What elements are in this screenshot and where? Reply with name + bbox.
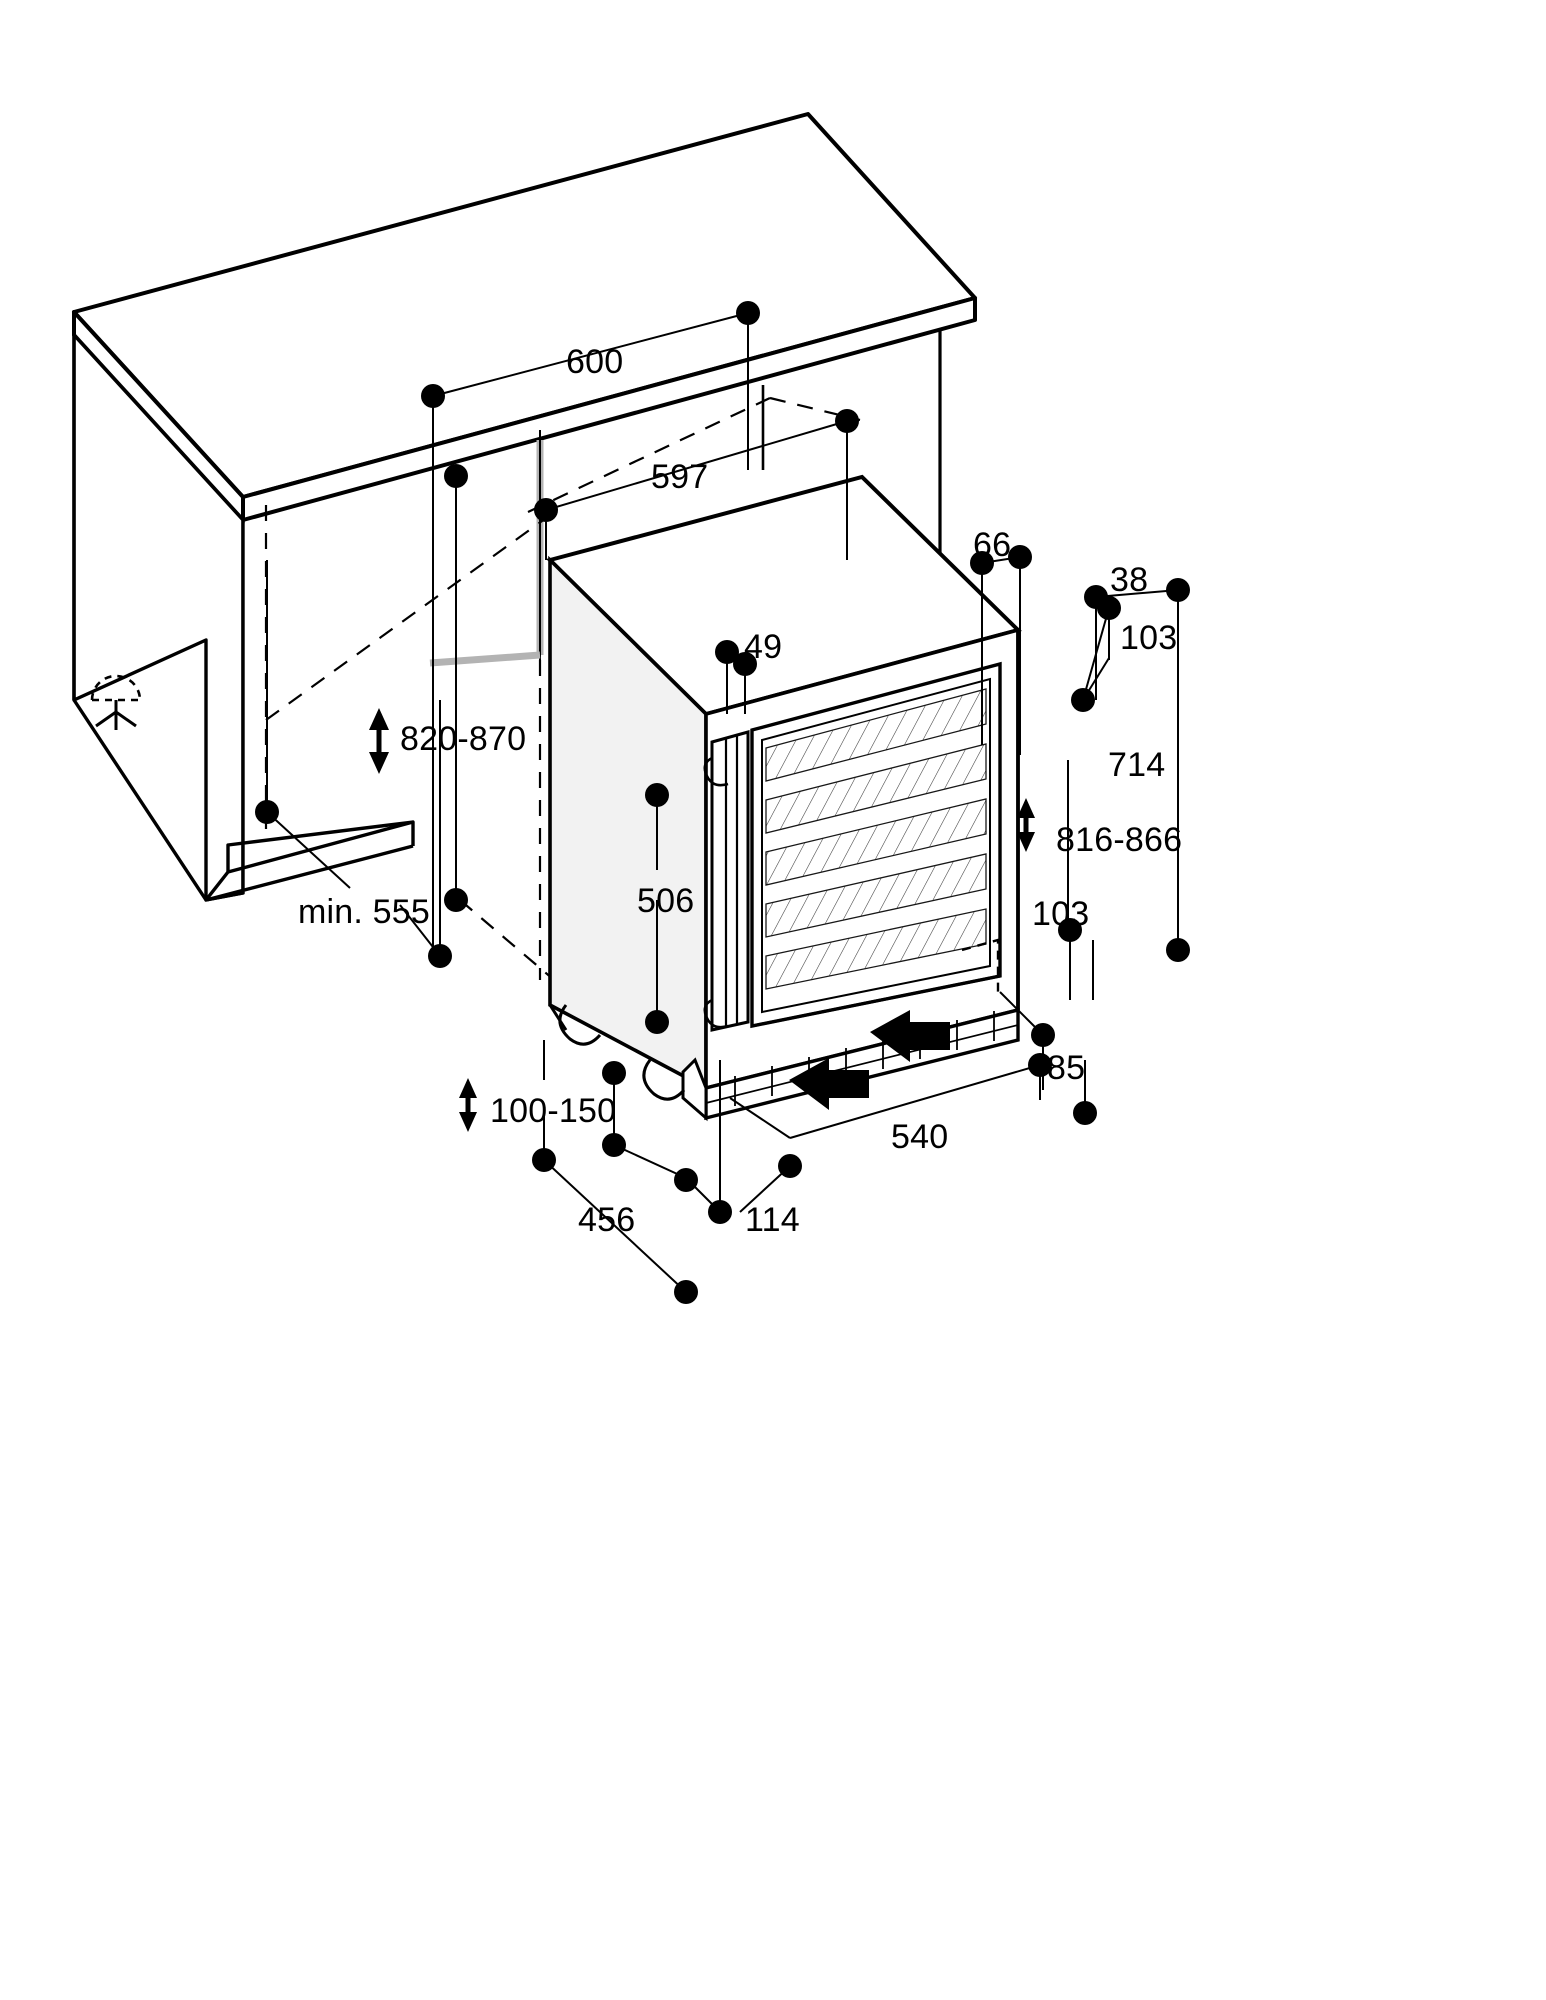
dimension-label-foot-offset-85: 85 (1047, 1049, 1086, 1087)
dimension-label-plinth-49: 49 (744, 628, 783, 666)
kitchen-cabinet-niche (72, 112, 977, 902)
dimension-label-hinge-offset-103-top: 103 (1120, 619, 1178, 657)
dimension-label-vent-offset-114: 114 (745, 1201, 800, 1239)
dimension-label-niche-height: 820-870 (400, 720, 527, 758)
dimension-label-niche-depth-min: min. 555 (298, 893, 431, 931)
dimension-label-install-height: 816-866 (1056, 821, 1183, 859)
power-socket-icon (90, 674, 142, 730)
dimension-label-hinge-offset-38: 38 (1110, 561, 1149, 599)
wine-cooler-appliance (546, 474, 1022, 1122)
dimension-lines (266, 312, 1179, 1293)
dimension-label-plinth-gap: 100-150 (490, 1092, 617, 1130)
dimension-label-niche-width: 600 (566, 343, 624, 381)
dimension-label-door-clearance-66: 66 (973, 526, 1012, 564)
dimension-label-plinth-width-540: 540 (891, 1118, 949, 1156)
vertical-double-arrow-icon (369, 708, 1035, 1132)
airflow-arrow-icon (789, 1010, 950, 1110)
hidden-construction-lines (264, 396, 861, 986)
dimension-label-appliance-width: 597 (651, 458, 709, 496)
dimension-label-hinge-offset-103-bottom: 103 (1032, 895, 1090, 933)
dimension-label-appliance-depth-506: 506 (637, 882, 695, 920)
dimension-label-vent-depth-456: 456 (578, 1201, 636, 1239)
dimension-label-appliance-height-714: 714 (1108, 746, 1166, 784)
dimension-dots (255, 301, 1190, 1304)
